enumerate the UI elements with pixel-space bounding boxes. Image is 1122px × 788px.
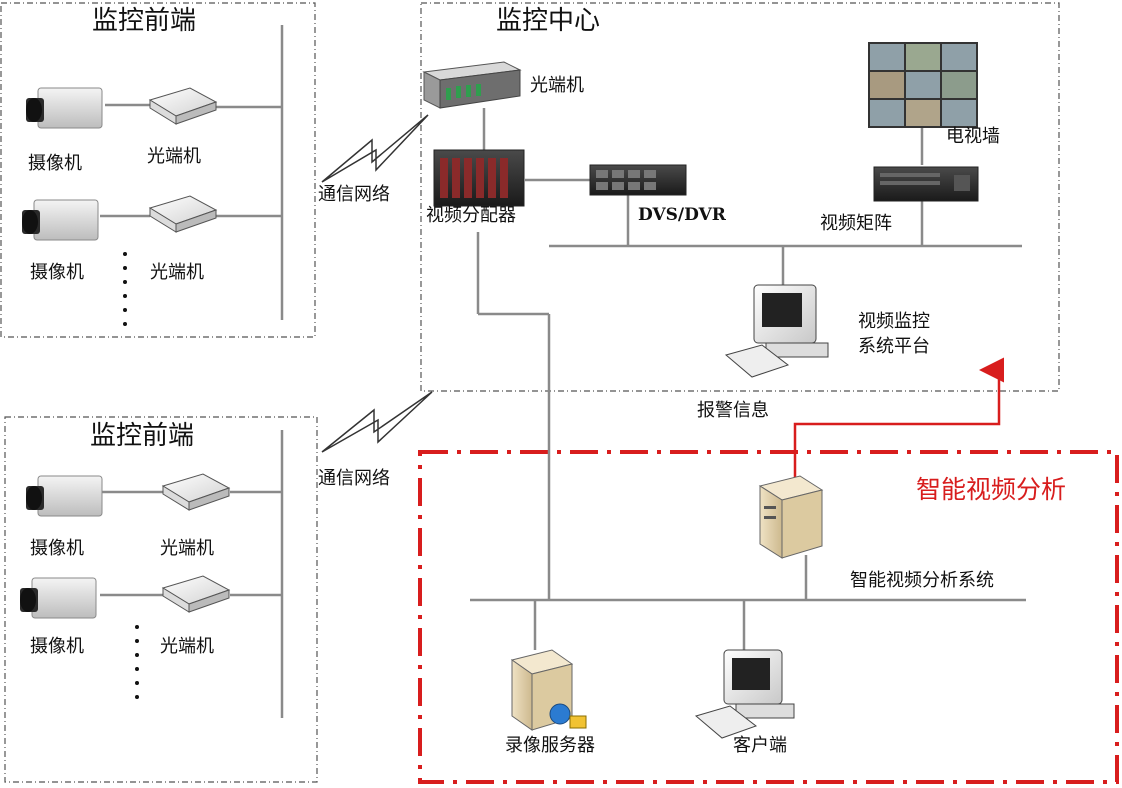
camera-label: 摄像机 [28,153,82,174]
camera-icon [20,577,97,619]
dvr-icon [589,164,687,196]
optical-transceiver-icon [161,473,231,511]
video-distributor-label: 视频分配器 [426,205,516,226]
lightning-icon [321,391,433,453]
computer-icon [694,649,795,739]
connection-lines [100,25,1026,718]
more-dots [122,252,128,336]
front-end-2-box [4,416,318,783]
video-matrix-label: 视频矩阵 [820,213,892,234]
center-title: 监控中心 [496,6,601,36]
camera-icon [26,87,103,129]
video-distributor-icon [433,149,525,207]
front-end-1-title: 监控前端 [92,6,197,36]
more-dots [134,625,140,709]
optical-transceiver-icon [161,575,231,613]
recording-server-icon [510,649,587,731]
video-matrix-icon [873,166,979,202]
front-end-2-title: 监控前端 [90,421,195,451]
client-label: 客户端 [733,735,787,756]
tv-wall-label: 电视墙 [946,126,1000,147]
optical-label: 光端机 [147,146,201,167]
dvs-dvr-label: DVS/DVR [638,205,726,225]
analysis-title: 智能视频分析 [916,475,1067,504]
optical-label: 光端机 [150,262,204,283]
front-end-1-box [0,2,316,338]
camera-label: 摄像机 [30,262,84,283]
optical-label: 光端机 [160,538,214,559]
alarm-info-label: 报警信息 [697,400,769,421]
analysis-server-icon [758,475,824,559]
lightning-icon [321,114,429,183]
optical-rack-icon [422,61,522,109]
camera-icon [26,475,103,517]
optical-transceiver-icon [148,87,218,125]
network-label: 通信网络 [318,184,390,205]
camera-icon [22,199,99,241]
camera-label: 摄像机 [30,538,84,559]
tv-wall-icon [868,42,978,128]
computer-icon [724,284,829,378]
recording-server-label: 录像服务器 [505,735,595,756]
alarm-arrow [793,357,1004,478]
network-label: 通信网络 [318,468,390,489]
optical-label: 光端机 [160,636,214,657]
platform-label-line2: 系统平台 [858,336,930,357]
optical-transceiver-icon [148,195,218,233]
platform-label-line1: 视频监控 [858,311,930,332]
monitoring-center-box [420,2,1060,392]
analysis-system-label: 智能视频分析系统 [850,570,994,591]
camera-label: 摄像机 [30,636,84,657]
center-optical-label: 光端机 [530,75,584,96]
intelligent-analysis-box [418,450,1119,784]
